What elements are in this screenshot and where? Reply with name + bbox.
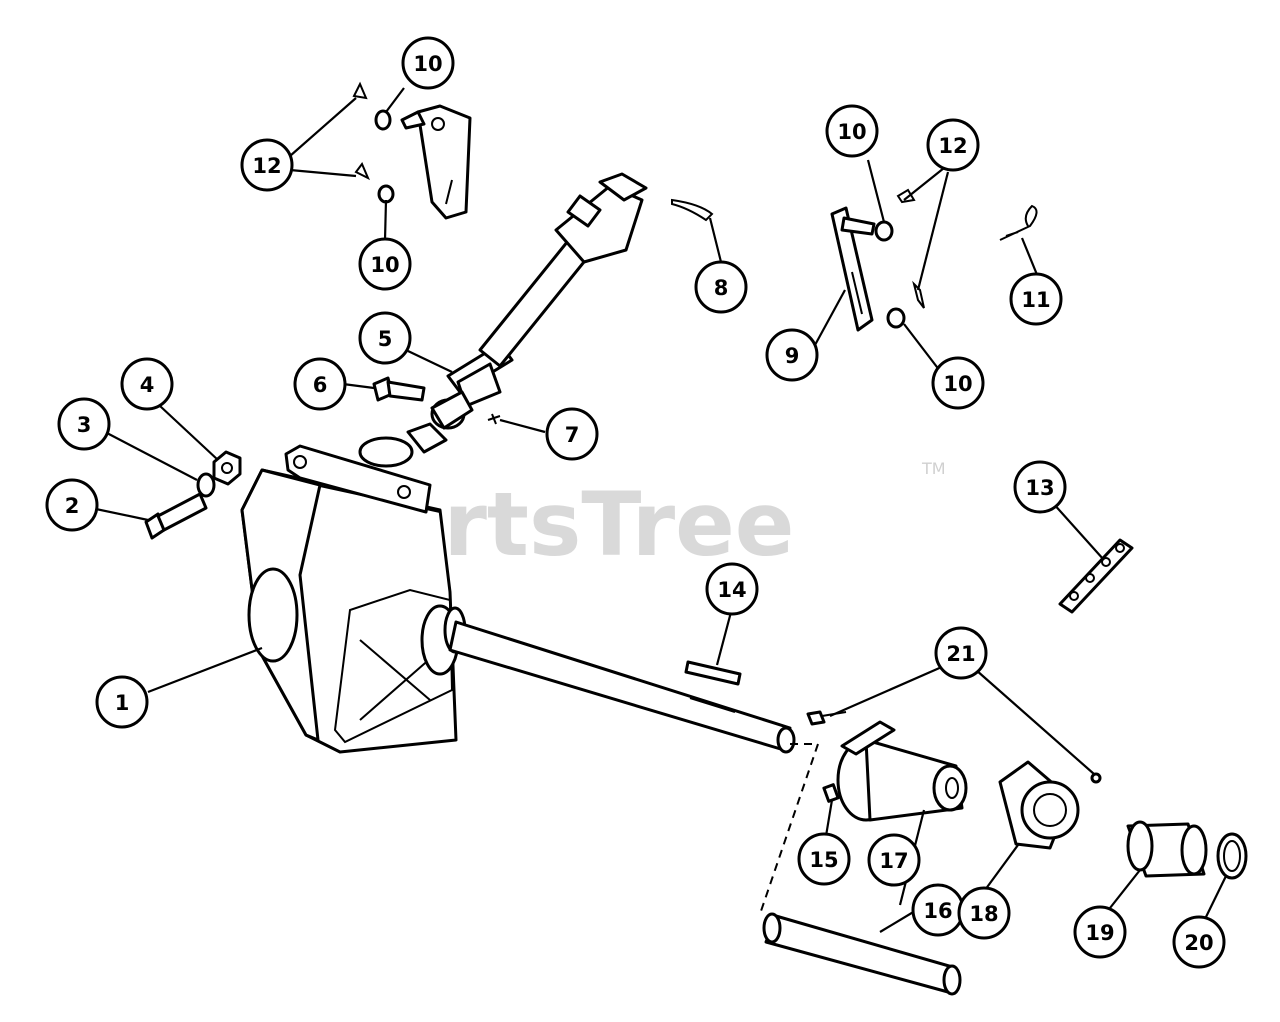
callout-1: 1 [95,675,149,729]
svg-text:13: 13 [1025,476,1054,500]
callout-17: 17 [867,833,921,887]
callout-10-upper-left: 10 [401,36,455,90]
svg-text:21: 21 [946,642,975,666]
svg-text:5: 5 [378,327,393,351]
svg-text:16: 16 [923,899,952,923]
part-15-set-screw [822,783,840,803]
svg-text:8: 8 [714,276,729,300]
callout-12-left: 12 [240,138,294,192]
part-14-key [684,660,742,686]
part-16-grip [762,912,962,996]
part-5-drive-shaft [430,172,648,430]
part-11-hairpin [999,204,1038,241]
svg-text:15: 15 [809,848,838,872]
callout-19: 19 [1073,905,1127,959]
part-17-hub [836,720,968,822]
svg-text:10: 10 [413,52,442,76]
callout-10-lower-right: 10 [931,356,985,410]
watermark-trademark: TM [921,459,946,478]
svg-text:11: 11 [1021,288,1050,312]
svg-text:10: 10 [837,120,866,144]
svg-text:1: 1 [115,691,130,715]
part-19-bushing [1126,820,1208,878]
svg-text:9: 9 [785,344,800,368]
svg-text:10: 10 [370,253,399,277]
callout-13: 13 [1013,460,1067,514]
callout-8: 8 [694,260,748,314]
callout-14: 14 [705,562,759,616]
svg-text:14: 14 [717,578,746,602]
svg-text:12: 12 [252,154,281,178]
svg-text:17: 17 [879,849,908,873]
svg-text:3: 3 [77,413,92,437]
callout-16: 16 [911,883,965,937]
svg-text:4: 4 [140,373,155,397]
svg-text:2: 2 [65,494,80,518]
svg-text:10: 10 [943,372,972,396]
part-8-cotter-pin [671,198,714,222]
svg-text:20: 20 [1184,931,1213,955]
callout-9: 9 [765,328,819,382]
part-9-link [830,188,925,332]
part-3-lock-washer [196,472,216,498]
callout-4: 4 [120,357,174,411]
part-13-chain [1058,538,1134,614]
callout-10-upper-right: 10 [825,104,879,158]
parts [144,81,1248,996]
part-18-sprocket [998,760,1080,850]
input-stub [406,422,448,454]
callout-11: 11 [1009,272,1063,326]
svg-text:7: 7 [565,423,580,447]
part-7-pin [487,413,501,425]
callout-2: 2 [45,478,99,532]
part-20-retaining-ring [1216,832,1248,880]
callout-12-right: 12 [926,118,980,172]
part-1-gear-case [240,436,467,754]
shaft [448,620,796,754]
svg-text:12: 12 [938,134,967,158]
svg-text:19: 19 [1085,921,1114,945]
callout-18: 18 [957,886,1011,940]
callout-5: 5 [358,311,412,365]
svg-text:6: 6 [313,373,328,397]
callout-6: 6 [293,357,347,411]
part-6-bolt [372,376,426,402]
callout-20: 20 [1172,915,1226,969]
assembly-dashed-line [759,743,820,915]
part-4-nut [212,450,242,486]
callout-21: 21 [934,626,988,680]
callout-15: 15 [797,832,851,886]
part-2-bolt [144,492,208,540]
callout-3: 3 [57,397,111,451]
callout-7: 7 [545,407,599,461]
svg-text:18: 18 [969,902,998,926]
upper-left-link [352,81,472,220]
callout-10-lower-left: 10 [358,237,412,291]
leader-lines [95,87,1227,933]
callouts: 1 2 3 4 5 6 7 8 [45,36,1226,969]
